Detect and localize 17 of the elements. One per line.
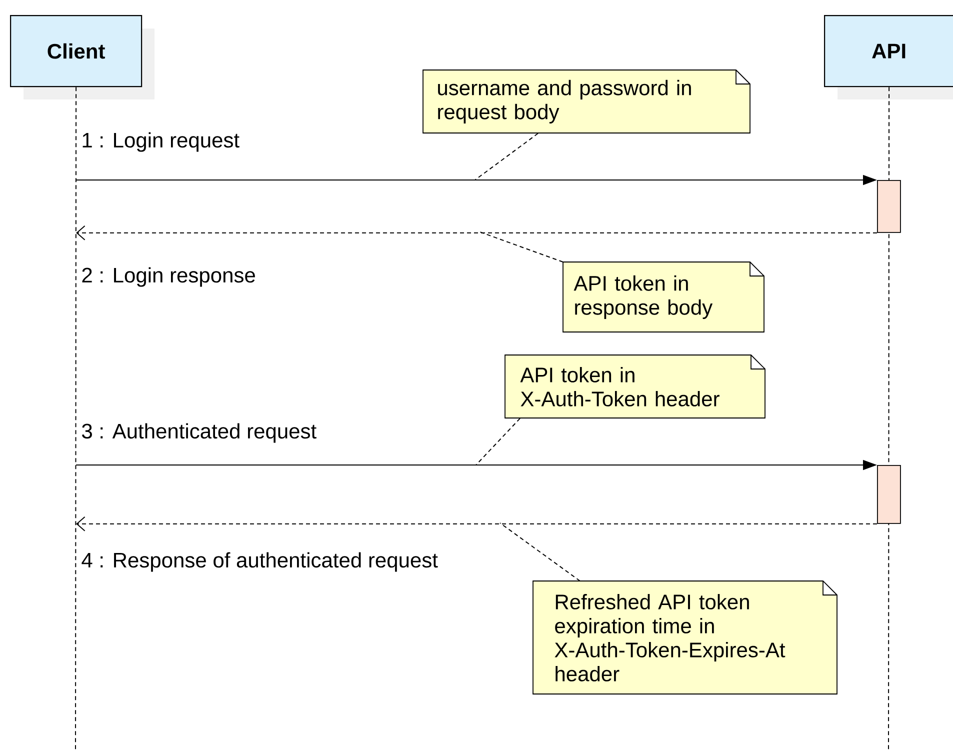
message-label: 1 : Login request <box>80 131 241 153</box>
activation-bar <box>877 465 901 524</box>
leader-line <box>500 522 580 582</box>
participant-box: API <box>824 15 953 100</box>
note: API token in response body <box>562 262 764 332</box>
activation-bar <box>877 180 901 233</box>
leader-line <box>476 418 520 466</box>
message-label: 2 : Login response <box>80 266 257 288</box>
message-arrow <box>76 225 878 240</box>
message-label: 4 : Response of authenticated request <box>80 551 440 573</box>
message-arrow <box>76 516 878 532</box>
note: Refreshed API token expiration time in X-Auth-Token-Expires-At header <box>532 580 838 694</box>
note: API token in X-Auth-Token header <box>504 354 766 418</box>
note: username and password in request body <box>422 70 750 134</box>
message-label: 3 : Authenticated request <box>80 422 318 444</box>
participant-box: Client <box>10 15 155 100</box>
leader-line <box>480 232 564 262</box>
